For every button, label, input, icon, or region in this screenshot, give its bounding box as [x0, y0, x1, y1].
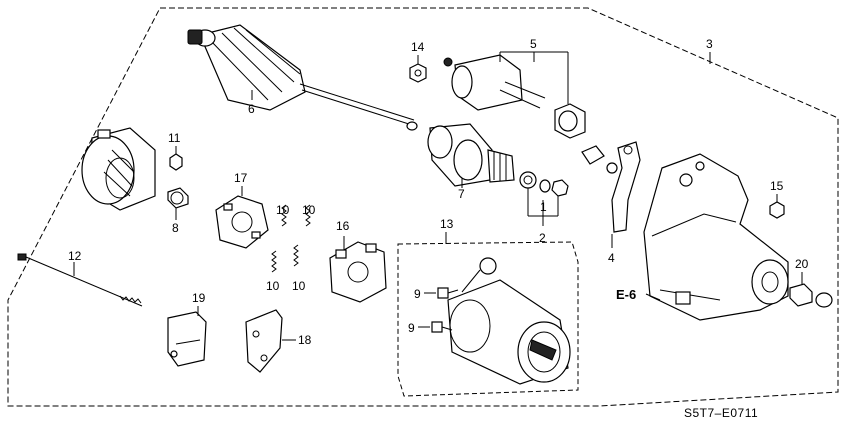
grommet-part-lower[interactable]	[431, 321, 453, 333]
gear-housing-part[interactable]	[643, 153, 789, 321]
callout-17: 17	[234, 171, 248, 185]
callout-15: 15	[770, 179, 784, 193]
stop-collar-part[interactable]	[519, 171, 569, 197]
callout-2: 2	[539, 231, 546, 245]
solenoid-part[interactable]	[443, 54, 546, 111]
callout-19: 19	[192, 291, 206, 305]
nut-part-15[interactable]	[769, 201, 785, 219]
callout-13: 13	[440, 217, 454, 231]
callout-9-upper: 9	[414, 287, 421, 301]
through-bolt-part[interactable]	[17, 253, 143, 307]
callout-10a: 10	[276, 203, 290, 217]
brush-holder-part[interactable]	[215, 195, 269, 249]
shift-lever-part[interactable]	[581, 141, 641, 233]
plunger-boot-part[interactable]	[554, 103, 586, 139]
callout-10b: 10	[302, 203, 316, 217]
overrunning-clutch-part[interactable]	[427, 123, 515, 187]
bracket-part-19[interactable]	[167, 311, 207, 367]
rear-cover-part[interactable]	[81, 127, 156, 211]
armature-part[interactable]	[187, 24, 418, 131]
callout-6: 6	[248, 102, 255, 116]
bushing-part-20[interactable]	[789, 283, 833, 308]
callout-10c: 10	[266, 279, 280, 293]
callout-12: 12	[68, 249, 82, 263]
callout-20: 20	[795, 257, 809, 271]
assembly-boundary	[7, 7, 839, 407]
grommet-part-upper[interactable]	[437, 287, 459, 299]
reference-marker-e6: E-6	[616, 287, 636, 302]
yoke-part[interactable]	[447, 257, 571, 385]
callout-11: 11	[168, 131, 181, 145]
callout-3: 3	[706, 37, 713, 51]
callout-18: 18	[298, 333, 312, 347]
bracket-part-18[interactable]	[245, 309, 283, 373]
nut-part-14[interactable]	[409, 63, 427, 83]
callout-14: 14	[411, 40, 425, 54]
nut-part-11[interactable]	[169, 153, 183, 171]
callout-8: 8	[172, 221, 179, 235]
callout-9-lower: 9	[408, 321, 415, 335]
yoke-subassembly-boundary	[397, 241, 579, 397]
brush-spring-part[interactable]	[271, 204, 311, 273]
diagram-code: S5T7–E0711	[684, 406, 758, 420]
gear-carrier-part[interactable]	[329, 241, 387, 303]
bushing-part-8[interactable]	[167, 187, 189, 209]
callout-10d: 10	[292, 279, 306, 293]
callout-5: 5	[530, 37, 537, 51]
callout-4: 4	[608, 251, 615, 265]
callout-7: 7	[458, 187, 465, 201]
callout-1: 1	[540, 200, 547, 214]
callout-16: 16	[336, 219, 350, 233]
